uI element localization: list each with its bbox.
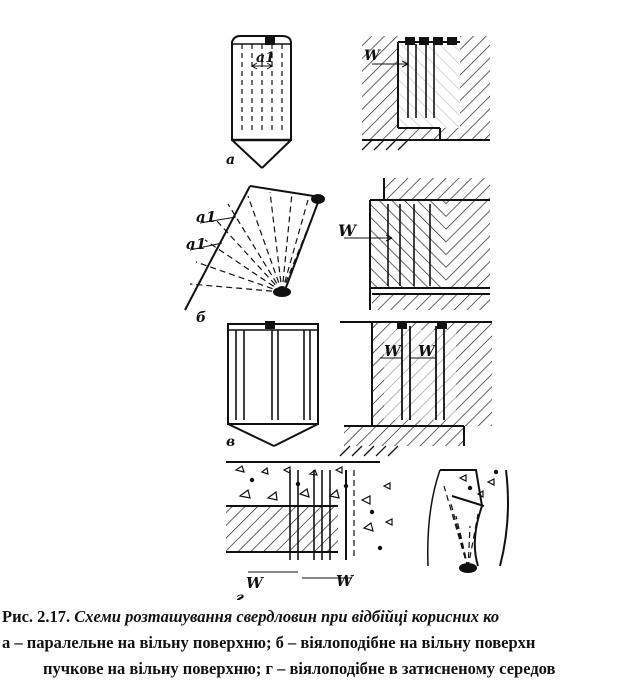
scheme-label-a: а	[226, 152, 235, 168]
caption-line-3: пучкове на вільну поверхню; г – віялопод…	[43, 659, 556, 678]
scheme-g-left: W W	[226, 461, 393, 592]
caption-line-2: а – паралельне на вільну поверхню; б – в…	[2, 633, 536, 652]
scheme-g-right	[427, 469, 509, 573]
scheme-b-left: a1 a1	[184, 185, 325, 311]
scheme-label-v: в	[226, 434, 235, 450]
scheme-label-b: б	[196, 310, 206, 326]
figure-caption: Рис. 2.17. Схеми розташування свердловин…	[0, 600, 641, 685]
caption-title: Схеми розташування свердловин при відбій…	[74, 607, 500, 626]
scheme-b-right: W	[338, 178, 490, 310]
dimension-label-a1-upper: a1	[196, 208, 216, 226]
dimension-label-w-b: W	[338, 221, 358, 240]
dimension-label-w-v1: W	[384, 342, 403, 360]
scheme-v-right: W W	[339, 321, 492, 457]
dimension-label-w-g2: W	[336, 572, 355, 590]
scheme-a-left: a1	[231, 35, 292, 169]
scheme-a-right: W	[361, 36, 490, 151]
dimension-label-a1-lower: a1	[186, 235, 206, 253]
dimension-label-a1: a1	[256, 50, 275, 66]
dimension-label-w: W	[364, 48, 381, 64]
drilling-schemes-diagram: a1 а W	[184, 35, 509, 600]
dimension-label-w-v2: W	[418, 342, 437, 360]
scheme-v-left	[227, 321, 319, 447]
caption-line-1: Рис. 2.17. Схеми розташування свердловин…	[2, 607, 499, 627]
caption-figure-number: Рис. 2.17.	[2, 607, 71, 626]
scheme-label-g: г	[236, 590, 244, 600]
dimension-label-w-g1: W	[246, 574, 265, 592]
